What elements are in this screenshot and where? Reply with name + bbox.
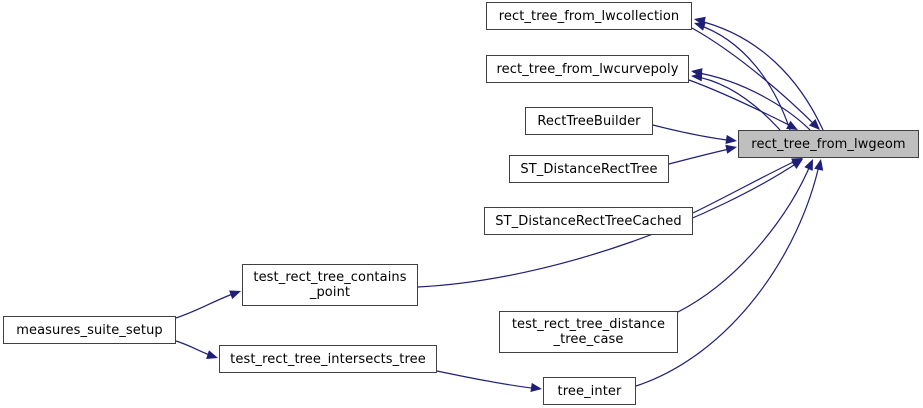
- graph-arrowhead-icon: [691, 72, 703, 82]
- graph-arrowhead-icon: [206, 350, 218, 359]
- graph-node-ST_DistanceRectTree[interactable]: ST_DistanceRectTree: [509, 155, 669, 183]
- graph-node-label: tree_inter: [557, 383, 622, 399]
- graph-arrowhead-icon: [725, 134, 737, 145]
- graph-edge-test_rect_tree_intersects_tree-to-tree_inter: [436, 370, 540, 390]
- graph-edge-ST_DistanceRectTreeCached-to-rect_tree_from_lwgeom: [692, 158, 801, 214]
- graph-edge-rect_tree_from_lwcollection-to-rect_tree_from_lwgeom: [691, 27, 819, 129]
- graph-edge-rect_tree_from_lwgeom-to-rect_tree_from_lwcurvepoly: [692, 71, 811, 131]
- graph-arrowhead-icon: [725, 144, 737, 154]
- graph-arrowhead-icon: [530, 382, 542, 393]
- graph-node-rect_tree_from_lwcurvepoly[interactable]: rect_tree_from_lwcurvepoly: [486, 55, 689, 83]
- graph-arrowhead-icon: [804, 159, 813, 171]
- graph-edge-rect_tree_from_lwcurvepoly-to-rect_tree_from_lwgeom: [688, 79, 796, 129]
- graph-node-label: RectTreeBuilder: [537, 113, 641, 129]
- graph-edge-rect_tree_from_lwgeom-to-rect_tree_from_lwcollection: [695, 19, 824, 131]
- graph-node-label: test_rect_tree_distance _tree_case: [511, 317, 666, 347]
- graph-node-rect_tree_from_lwcollection[interactable]: rect_tree_from_lwcollection: [486, 2, 692, 30]
- graph-edge-rect_tree_from_lwgeom-to-rect_tree_from_lwcollection: [695, 23, 791, 131]
- graph-edge-RectTreeBuilder-to-rect_tree_from_lwgeom: [652, 124, 735, 142]
- graph-node-measures_suite_setup[interactable]: measures_suite_setup: [3, 316, 176, 344]
- graph-node-label: ST_DistanceRectTreeCached: [495, 213, 682, 229]
- graph-node-label: measures_suite_setup: [16, 322, 163, 338]
- graph-node-label: rect_tree_from_lwcollection: [498, 8, 680, 24]
- graph-node-label: test_rect_tree_contains _point: [253, 270, 407, 300]
- graph-edge-measures_suite_setup-to-test_rect_tree_contains_point: [175, 291, 239, 319]
- graph-arrowhead-icon: [229, 290, 241, 300]
- graph-node-RectTreeBuilder[interactable]: RectTreeBuilder: [525, 107, 653, 135]
- graph-edge-rect_tree_from_lwgeom-to-rect_tree_from_lwcurvepoly: [692, 75, 781, 131]
- graph-node-label: test_rect_tree_intersects_tree: [230, 351, 426, 367]
- graph-node-rect_tree_from_lwgeom[interactable]: rect_tree_from_lwgeom: [738, 130, 919, 158]
- graph-arrowhead-icon: [694, 22, 706, 31]
- graph-node-label: rect_tree_from_lwcurvepoly: [496, 61, 679, 77]
- graph-edge-measures_suite_setup-to-test_rect_tree_intersects_tree: [175, 340, 216, 358]
- graph-node-label: ST_DistanceRectTree: [520, 161, 658, 177]
- graph-edge-test_rect_tree_distance_tree_case-to-rect_tree_from_lwgeom: [677, 160, 813, 313]
- graph-edge-ST_DistanceRectTree-to-rect_tree_from_lwgeom: [668, 147, 735, 165]
- graph-arrowhead-icon: [694, 16, 706, 26]
- graph-node-label: rect_tree_from_lwgeom: [751, 136, 906, 152]
- graph-node-test_rect_tree_intersects_tree[interactable]: test_rect_tree_intersects_tree: [219, 345, 437, 373]
- graph-node-test_rect_tree_contains_point[interactable]: test_rect_tree_contains _point: [242, 264, 418, 306]
- graph-node-test_rect_tree_distance_tree_case[interactable]: test_rect_tree_distance _tree_case: [499, 311, 678, 353]
- graph-node-ST_DistanceRectTreeCached[interactable]: ST_DistanceRectTreeCached: [484, 207, 693, 235]
- graph-arrowhead-icon: [691, 68, 703, 78]
- graph-arrowhead-icon: [814, 159, 824, 171]
- graph-node-tree_inter[interactable]: tree_inter: [543, 377, 636, 405]
